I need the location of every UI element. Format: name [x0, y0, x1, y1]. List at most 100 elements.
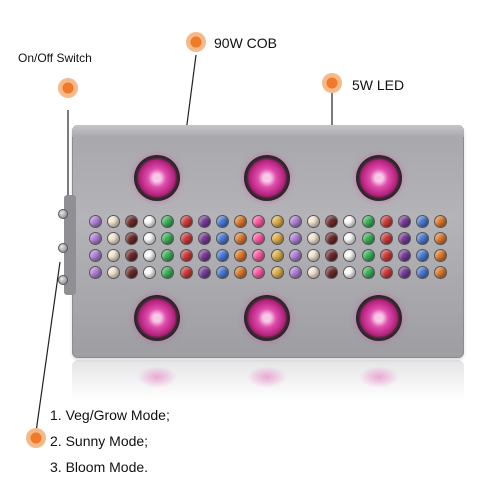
led-bulb — [180, 267, 192, 278]
mode-item: 1. Veg/Grow Mode; — [50, 407, 170, 423]
led-bulb — [216, 267, 228, 278]
modes-list: 1. Veg/Grow Mode; 2. Sunny Mode; 3. Bloo… — [50, 402, 170, 480]
led-bulb — [125, 267, 137, 278]
led-bulb — [162, 233, 174, 244]
cob-callout-label: 90W COB — [214, 35, 278, 51]
led-bulb — [307, 216, 319, 227]
led-bulb — [125, 233, 137, 244]
led-bulb — [362, 233, 374, 244]
led-bulb — [235, 216, 247, 227]
led-bulb — [417, 233, 429, 244]
cob-module — [244, 155, 290, 201]
switch-callout-dot — [58, 78, 78, 98]
modes-callout-dot — [26, 428, 46, 448]
mode-item: 2. Sunny Mode; — [50, 433, 149, 449]
led-bulb — [216, 216, 228, 227]
led-bulb — [253, 233, 265, 244]
led-bulb — [235, 267, 247, 278]
led-bulb — [216, 250, 228, 261]
led-bulb — [162, 216, 174, 227]
led-bulb — [380, 250, 392, 261]
led-bulb — [253, 216, 265, 227]
led-bulb — [435, 233, 447, 244]
led-bulb — [198, 267, 210, 278]
led-bulb — [435, 267, 447, 278]
mode-item: 3. Bloom Mode. — [50, 459, 149, 475]
led-bulb — [253, 250, 265, 261]
led-bulb — [89, 233, 101, 244]
cob-module — [134, 155, 180, 201]
cob-callout-dot — [186, 32, 206, 52]
led-bulb — [380, 233, 392, 244]
led-bulb — [271, 233, 283, 244]
led-bulb — [125, 216, 137, 227]
led-bulb — [398, 216, 410, 227]
cob-module — [134, 295, 180, 341]
fixture-reflection — [72, 360, 464, 400]
grow-light-fixture — [58, 125, 464, 358]
switch-callout-label: On/Off Switch — [18, 51, 92, 65]
led-bulb — [271, 216, 283, 227]
led-bulb — [107, 233, 119, 244]
led-bulb — [180, 250, 192, 261]
led-bulb — [326, 250, 338, 261]
led-bulb — [344, 267, 356, 278]
led-bulb — [289, 267, 301, 278]
mode-switch-button-1 — [58, 243, 68, 253]
led-bulb — [398, 233, 410, 244]
led-bulb — [398, 267, 410, 278]
fixture-top-edge — [72, 125, 464, 137]
led-bulb — [107, 216, 119, 227]
led-bulb — [253, 267, 265, 278]
led-callout-dot — [322, 73, 342, 93]
led-bulb — [344, 216, 356, 227]
led-bulb — [435, 250, 447, 261]
led-bulb — [417, 250, 429, 261]
led-bulb — [362, 216, 374, 227]
led-bulb — [198, 233, 210, 244]
led-bulb — [89, 216, 101, 227]
led-bulb — [398, 250, 410, 261]
led-bulb — [162, 267, 174, 278]
led-bulb — [162, 250, 174, 261]
led-bulb — [216, 233, 228, 244]
led-callout-label: 5W LED — [352, 77, 405, 93]
led-bulb — [417, 267, 429, 278]
led-bulb — [326, 233, 338, 244]
led-bulb — [344, 233, 356, 244]
led-bulb — [271, 250, 283, 261]
led-bulb — [144, 267, 156, 278]
led-bulb — [380, 216, 392, 227]
mode-switch-button-2 — [58, 275, 68, 285]
led-bulb — [235, 250, 247, 261]
cob-module — [244, 295, 290, 341]
cob-reflection — [247, 366, 287, 388]
led-bulb — [271, 267, 283, 278]
led-array — [86, 213, 450, 281]
led-bulb — [326, 267, 338, 278]
led-bulb — [125, 250, 137, 261]
led-bulb — [89, 267, 101, 278]
led-bulb — [198, 216, 210, 227]
led-bulb — [362, 250, 374, 261]
led-bulb — [289, 233, 301, 244]
led-bulb — [107, 267, 119, 278]
led-bulb — [235, 233, 247, 244]
led-bulb — [362, 267, 374, 278]
cob-module — [356, 155, 402, 201]
led-bulb — [344, 250, 356, 261]
led-bulb — [417, 216, 429, 227]
switch-panel — [64, 195, 76, 295]
led-bulb — [180, 233, 192, 244]
led-bulb — [289, 216, 301, 227]
power-switch-button — [58, 209, 68, 219]
led-bulb — [307, 267, 319, 278]
led-bulb — [144, 216, 156, 227]
led-bulb — [289, 250, 301, 261]
led-bulb — [180, 216, 192, 227]
led-bulb — [107, 250, 119, 261]
cob-reflection — [359, 366, 399, 388]
cob-reflection — [137, 366, 177, 388]
led-bulb — [144, 233, 156, 244]
